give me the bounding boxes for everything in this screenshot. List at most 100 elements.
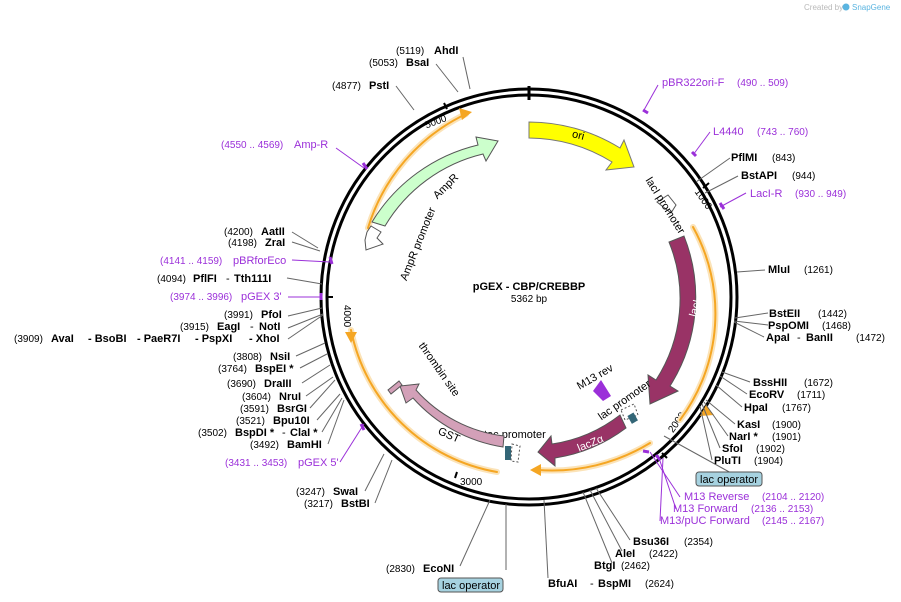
- enzyme-bstapi-pos: (944): [792, 171, 815, 182]
- enzyme-bstbi[interactable]: BstBI: [341, 498, 370, 510]
- snapgene-logo-icon: [842, 3, 850, 11]
- tick-4000: 4000: [341, 305, 352, 328]
- laci-feature[interactable]: [647, 235, 697, 405]
- lac-operator-badge-bottom[interactable]: [437, 577, 504, 593]
- primer-ampr-pos: (4550 .. 4569): [221, 140, 283, 151]
- enzyme-bamhi[interactable]: BamHI: [287, 439, 322, 451]
- orf-arrowhead: [530, 464, 541, 476]
- enzyme-bsshii[interactable]: BssHII: [753, 377, 787, 389]
- enzyme-bspmi[interactable]: BspMI: [598, 578, 631, 590]
- enzyme-bsai[interactable]: BsaI: [406, 57, 429, 69]
- enzyme-xhoi[interactable]: - XhoI: [249, 333, 280, 345]
- enzyme-bspei-pos: (3764): [218, 364, 247, 375]
- enzyme-pfoi[interactable]: PfoI: [261, 309, 282, 321]
- enzyme-paer7i[interactable]: - PaeR7I: [137, 333, 180, 345]
- thrombin-site-feature[interactable]: [387, 380, 403, 395]
- enzyme-alei[interactable]: AleI: [615, 548, 635, 560]
- enzyme-noti[interactable]: NotI: [259, 321, 280, 333]
- enzyme-avai[interactable]: AvaI: [51, 333, 74, 345]
- primer-pgex3-pos: (3974 .. 3996): [170, 292, 232, 303]
- primer-l4440[interactable]: L4440: [713, 126, 744, 138]
- enzyme-bstbi-pos: (3217): [304, 499, 333, 510]
- ampr-promoter-feature[interactable]: [364, 225, 384, 251]
- laci-promoter-label: lacI promoter: [643, 175, 687, 236]
- enzyme-btgi[interactable]: BtgI: [594, 560, 615, 572]
- enzyme-pspomi[interactable]: PspOMI: [768, 320, 809, 332]
- enzyme-ahdi[interactable]: AhdI: [434, 45, 458, 57]
- enzyme-psti[interactable]: PstI: [369, 80, 389, 92]
- enzyme-pflmi[interactable]: PflMI: [731, 152, 757, 164]
- enzyme-econi[interactable]: EcoNI: [423, 563, 454, 575]
- enzyme-mlui[interactable]: MluI: [768, 264, 790, 276]
- enzyme-bsteii[interactable]: BstEII: [769, 308, 800, 320]
- enzyme-bsrgi[interactable]: BsrGI: [277, 403, 307, 415]
- enzyme-bsu36i[interactable]: Bsu36I: [633, 536, 669, 548]
- enzyme-tth111i[interactable]: Tth111I: [234, 273, 271, 285]
- m13-rev-feature[interactable]: [593, 380, 611, 401]
- enzyme-pflfi[interactable]: PflFI: [193, 273, 217, 285]
- enzyme-sfoi[interactable]: SfoI: [722, 443, 743, 455]
- enzyme-apai-sep: -: [797, 332, 801, 344]
- primer-ampr[interactable]: Amp-R: [294, 139, 328, 151]
- enzyme-kasi[interactable]: KasI: [737, 419, 760, 431]
- enzyme-bstapi[interactable]: BstAPI: [741, 170, 777, 182]
- gst-feature[interactable]: [399, 383, 505, 448]
- orf-arrowhead: [459, 108, 472, 120]
- enzyme-bfuai[interactable]: BfuAI: [548, 578, 577, 590]
- enzyme-pspxi[interactable]: - PspXI: [195, 333, 232, 345]
- enzyme-nrui[interactable]: NruI: [279, 391, 301, 403]
- credit-brand: SnapGene: [852, 3, 891, 12]
- lac-operator-badge-right[interactable]: [695, 471, 763, 487]
- enzyme-banii[interactable]: BanII: [806, 332, 833, 344]
- enzyme-aatii[interactable]: AatII: [261, 226, 285, 238]
- enzyme-swai[interactable]: SwaI: [333, 486, 358, 498]
- primer-pbrforeco-pos: (4141 .. 4159): [160, 256, 222, 267]
- enzyme-pflfi-pos: (4094): [157, 274, 186, 285]
- enzyme-avai-pos: (3909): [14, 334, 43, 345]
- enzyme-alei-pos: (2422): [649, 549, 678, 560]
- enzyme-ecorv[interactable]: EcoRV: [749, 389, 785, 401]
- ori-label: ori: [571, 128, 586, 143]
- enzyme-bsobi[interactable]: - BsoBI: [88, 333, 127, 345]
- enzyme-nsii[interactable]: NsiI: [270, 351, 290, 363]
- laci-promoter-feature[interactable]: [656, 194, 677, 214]
- enzyme-bfuai-pos: (2624): [645, 579, 674, 590]
- enzyme-apai[interactable]: ApaI: [766, 332, 790, 344]
- primer-pgex3[interactable]: pGEX 3': [241, 291, 282, 303]
- primer-pgex5[interactable]: pGEX 5': [298, 457, 339, 469]
- primer-lacir-pos: (930 .. 949): [795, 189, 846, 200]
- enzyme-pspomi-pos: (1468): [822, 321, 851, 332]
- primer-m13reverse[interactable]: M13 Reverse: [684, 491, 749, 503]
- ampr-feature[interactable]: [371, 136, 499, 227]
- primer-pbr322[interactable]: pBR322ori-F: [662, 77, 725, 89]
- enzyme-zrai[interactable]: ZraI: [265, 237, 285, 249]
- enzyme-bspei[interactable]: BspEI *: [255, 363, 294, 375]
- enzyme-draiii[interactable]: DraIII: [264, 378, 292, 390]
- enzyme-bpu10i-pos: (3521): [236, 416, 265, 427]
- map-title: pGEX - CBP/CREBBP: [473, 281, 585, 293]
- ori-feature[interactable]: [528, 121, 635, 171]
- enzyme-kasi-pos: (1900): [772, 420, 801, 431]
- enzyme-sfoi-pos: (1902): [756, 444, 785, 455]
- enzyme-bpu10i[interactable]: Bpu10I: [273, 415, 310, 427]
- primer-m13reverse-pos: (2104 .. 2120): [762, 492, 824, 503]
- enzyme-nari-pos: (1901): [772, 432, 801, 443]
- enzyme-clai[interactable]: ClaI *: [290, 427, 318, 439]
- enzyme-bsteii-pos: (1442): [818, 309, 847, 320]
- tac-promoter-feature[interactable]: [510, 443, 521, 463]
- enzyme-bspdi[interactable]: BspDI *: [235, 427, 275, 439]
- primer-pbrforeco[interactable]: pBRforEco: [233, 255, 286, 267]
- enzyme-eagi[interactable]: EagI: [217, 321, 240, 333]
- enzyme-nari[interactable]: NarI *: [729, 431, 758, 443]
- enzyme-mlui-pos: (1261): [804, 265, 833, 276]
- primer-m13puc[interactable]: M13/pUC Forward: [660, 515, 750, 527]
- primer-lacir[interactable]: LacI-R: [750, 188, 782, 200]
- primer-leader-lines: [288, 84, 747, 522]
- enzyme-hpai[interactable]: HpaI: [744, 402, 768, 414]
- enzyme-draiii-pos: (3690): [227, 379, 256, 390]
- enzyme-pluti[interactable]: PluTI: [714, 455, 741, 467]
- lacz-feature[interactable]: [537, 414, 627, 468]
- primer-m13forward[interactable]: M13 Forward: [673, 503, 738, 515]
- credit-prefix: Created by: [804, 3, 843, 12]
